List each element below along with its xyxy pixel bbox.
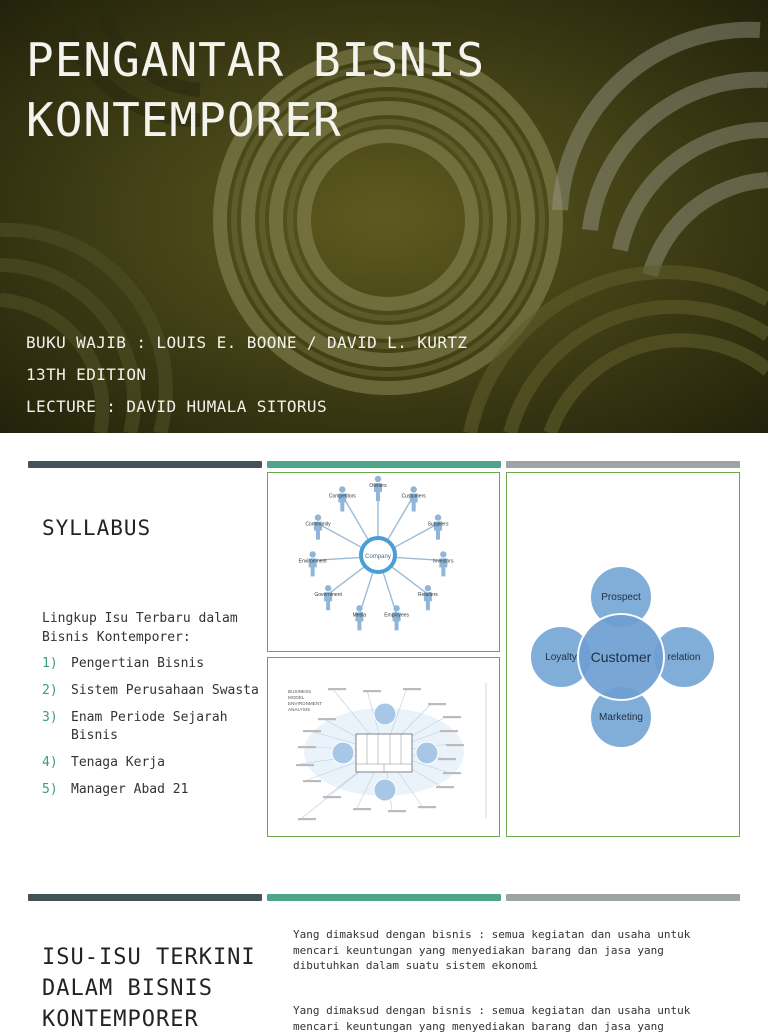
list-item: 4)Tenaga Kerja bbox=[42, 755, 165, 770]
concentric-rings-graphic bbox=[0, 0, 768, 433]
business-model-image: BUSINESS MODEL ENVIRONMENT ANALYSIS bbox=[267, 657, 500, 837]
stakeholder-person-icon bbox=[439, 551, 448, 577]
label-placeholder bbox=[323, 796, 341, 799]
label-placeholder bbox=[353, 808, 371, 811]
list-item: 1)Pengertian Bisnis bbox=[42, 656, 205, 671]
label-placeholder bbox=[303, 780, 321, 783]
loyalty-label: Loyalty bbox=[545, 652, 577, 663]
title-slide: PENGANTAR BISNIS KONTEMPORER BUKU WAJIB … bbox=[0, 0, 768, 433]
customer-label: Customer bbox=[591, 649, 652, 665]
stakeholder-person-icon bbox=[324, 585, 333, 611]
bar-gray bbox=[506, 461, 740, 468]
label-placeholder bbox=[438, 758, 456, 761]
stakeholder-person-icon bbox=[423, 585, 432, 611]
stakeholder-person-icon bbox=[308, 551, 317, 577]
relation-label: relation bbox=[668, 652, 701, 663]
company-hub bbox=[359, 536, 397, 574]
label-placeholder bbox=[418, 806, 436, 809]
stakeholder-label: Owners bbox=[369, 483, 387, 489]
label-placeholder bbox=[303, 730, 321, 733]
label-placeholder bbox=[436, 786, 454, 789]
business-definition-paragraph: Yang dimaksud dengan bisnis : semua kegi… bbox=[293, 928, 691, 972]
prospect-label: Prospect bbox=[601, 592, 641, 603]
stakeholder-label: Investors bbox=[433, 558, 454, 564]
customer-circle bbox=[577, 613, 665, 701]
label-placeholder bbox=[446, 744, 464, 747]
stakeholder-label: Retailers bbox=[418, 592, 438, 598]
bm-title-line-4: ANALYSIS bbox=[288, 707, 310, 712]
label-placeholder bbox=[388, 810, 406, 813]
title-meta: BUKU WAJIB : LOUIS E. BOONE / DAVID L. K… bbox=[26, 327, 467, 423]
label-placeholder bbox=[296, 764, 314, 767]
business-definition-paragraph-2: Yang dimaksud dengan bisnis : semua kegi… bbox=[293, 1004, 691, 1033]
title-line-1: PENGANTAR BISNIS bbox=[26, 33, 486, 87]
slide3-title-line-3: KONTEMPORER bbox=[42, 1007, 199, 1032]
label-placeholder bbox=[318, 718, 336, 721]
syllabus-list: 1)Pengertian Bisnis 2)Sistem Perusahaan … bbox=[42, 655, 267, 808]
stakeholder-label: Community bbox=[305, 522, 331, 528]
title-line-2: KONTEMPORER bbox=[26, 93, 342, 147]
lecturer-text: LECTURE : DAVID HUMALA SITORUS bbox=[26, 397, 327, 416]
slide3-title-line-2: DALAM BISNIS bbox=[42, 976, 213, 1001]
decorative-bars bbox=[28, 461, 740, 469]
syllabus-intro: Lingkup Isu Terbaru dalam Bisnis Kontemp… bbox=[42, 611, 238, 645]
bm-title-line-2: MODEL bbox=[288, 695, 305, 700]
stakeholder-label: Media bbox=[353, 612, 367, 618]
stakeholder-person-icon bbox=[313, 514, 322, 540]
slide3-title: ISU-ISU TERKINI DALAM BISNIS KONTEMPORER bbox=[42, 942, 256, 1035]
stakeholder-label: Employees bbox=[384, 612, 409, 618]
list-item: 3)Enam Periode Sejarah Bisnis bbox=[42, 710, 228, 743]
bar-teal bbox=[267, 894, 501, 901]
list-item: 2)Sistem Perusahaan Swasta bbox=[42, 683, 259, 698]
stakeholder-label: Competitors bbox=[329, 493, 356, 499]
edition-text: 13TH EDITION bbox=[26, 365, 147, 384]
syllabus-title: SYLLABUS bbox=[42, 516, 152, 540]
label-placeholder bbox=[328, 688, 346, 691]
company-label: Company bbox=[365, 554, 391, 560]
label-placeholder bbox=[403, 688, 421, 691]
label-placeholder bbox=[443, 772, 461, 775]
slide3-title-line-1: ISU-ISU TERKINI bbox=[42, 945, 256, 970]
bm-title-line-1: BUSINESS bbox=[288, 689, 311, 694]
stakeholder-label: Customers bbox=[402, 493, 427, 499]
label-placeholder bbox=[428, 703, 446, 706]
stakeholder-person-icon bbox=[434, 514, 443, 540]
stakeholder-person-icon bbox=[392, 605, 401, 631]
label-placeholder bbox=[298, 818, 316, 821]
customer-diagram-image: Prospect Loyalty relation Marketing Cust… bbox=[506, 472, 740, 837]
bm-title-line-3: ENVIRONMENT bbox=[288, 701, 322, 706]
label-placeholder bbox=[440, 730, 458, 733]
bar-gray bbox=[506, 894, 740, 901]
presentation-title: PENGANTAR BISNIS KONTEMPORER bbox=[26, 30, 485, 150]
label-placeholder bbox=[298, 746, 316, 749]
bar-teal bbox=[267, 461, 501, 468]
bar-dark bbox=[28, 894, 262, 901]
required-book-text: BUKU WAJIB : LOUIS E. BOONE / DAVID L. K… bbox=[26, 333, 468, 352]
stakeholder-person-icon bbox=[355, 605, 364, 631]
list-item: 5)Manager Abad 21 bbox=[42, 782, 189, 797]
label-placeholder bbox=[363, 690, 381, 693]
marketing-label: Marketing bbox=[599, 712, 643, 723]
stakeholder-person-icon bbox=[374, 475, 382, 501]
stakeholder-label: Environment bbox=[299, 558, 328, 564]
business-model-diagram: BUSINESS MODEL ENVIRONMENT ANALYSIS bbox=[288, 683, 487, 821]
stakeholder-person-icon bbox=[338, 486, 347, 512]
stakeholder-person-icon bbox=[409, 486, 418, 512]
decorative-bars-2 bbox=[28, 894, 740, 902]
stakeholder-diagram: Company OwnersCustomersSuppliersInvestor… bbox=[299, 475, 454, 631]
stakeholder-label: Government bbox=[314, 592, 342, 598]
stakeholder-label: Suppliers bbox=[428, 522, 449, 528]
customer-diagram: Prospect Loyalty relation Marketing Cust… bbox=[529, 565, 716, 749]
bar-dark bbox=[28, 461, 262, 468]
label-placeholder bbox=[443, 716, 461, 719]
